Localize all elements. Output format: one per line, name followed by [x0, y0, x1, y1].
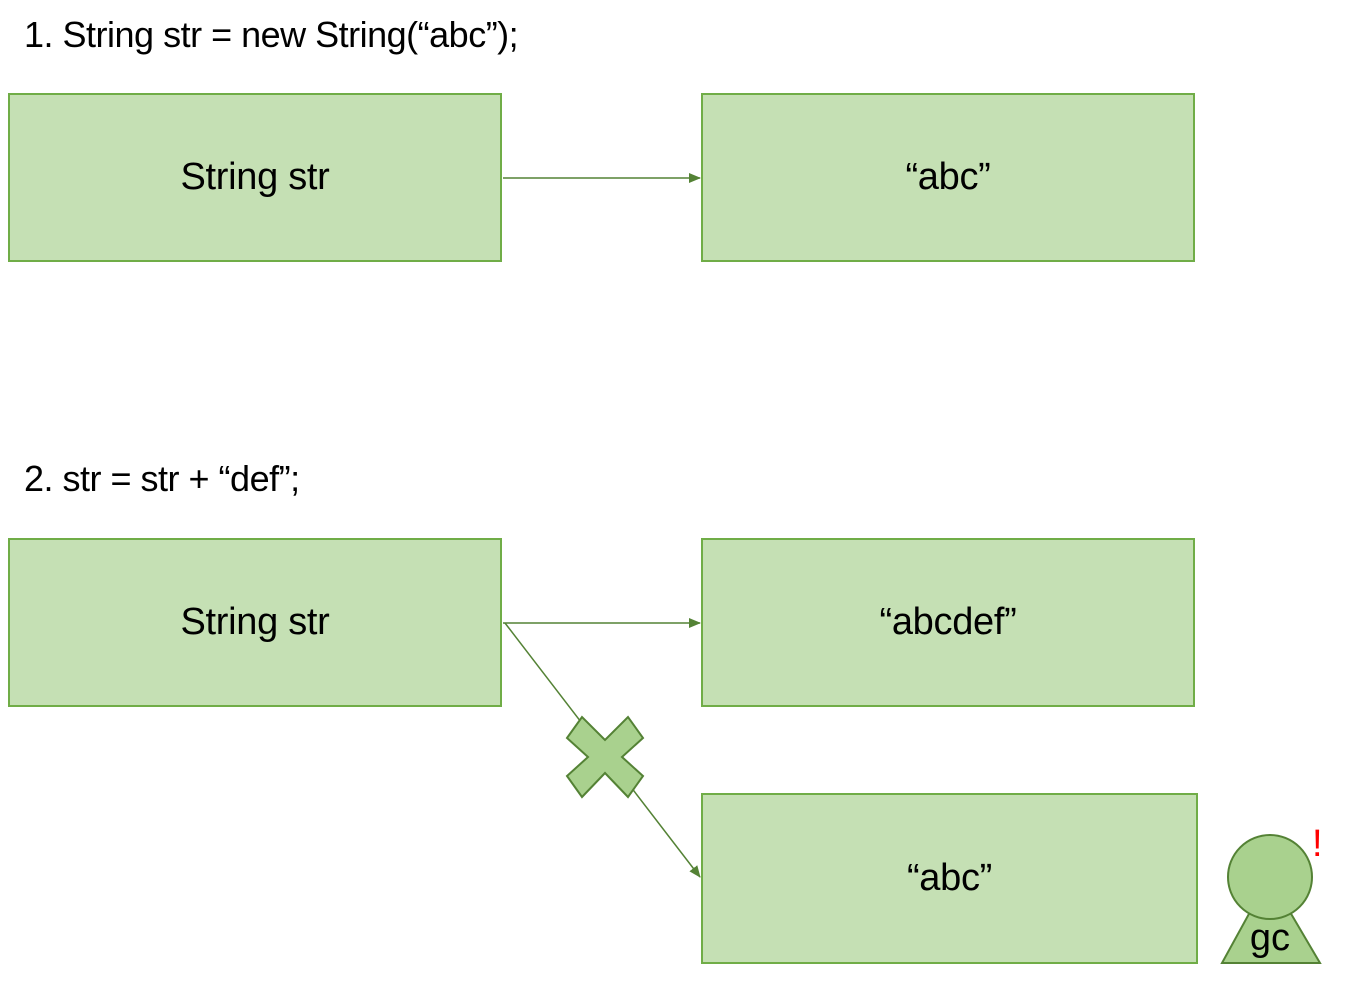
garbage-collector-label: gc: [1249, 917, 1291, 959]
alert-icon: !: [1312, 823, 1323, 865]
step2-variable-label: String str: [180, 601, 330, 643]
step1-object-label: “abc”: [905, 156, 991, 198]
step2-new-object-box: “abcdef”: [701, 538, 1195, 707]
step2-title: 2. str = str + “def”;: [24, 458, 300, 499]
step1-variable-box: String str: [8, 93, 502, 262]
step1-object-box: “abc”: [701, 93, 1195, 262]
step2-variable-box: String str: [8, 538, 502, 707]
step1-title: 1. String str = new String(“abc”);: [24, 14, 519, 55]
cross-icon: [565, 715, 645, 799]
step2-old-object-label: “abc”: [906, 857, 993, 899]
step2-old-object-box: “abc”: [701, 793, 1198, 964]
step2-broken-reference-arrow: [504, 622, 701, 878]
step1-variable-label: String str: [180, 156, 330, 198]
step2-new-object-label: “abcdef”: [879, 601, 1017, 643]
